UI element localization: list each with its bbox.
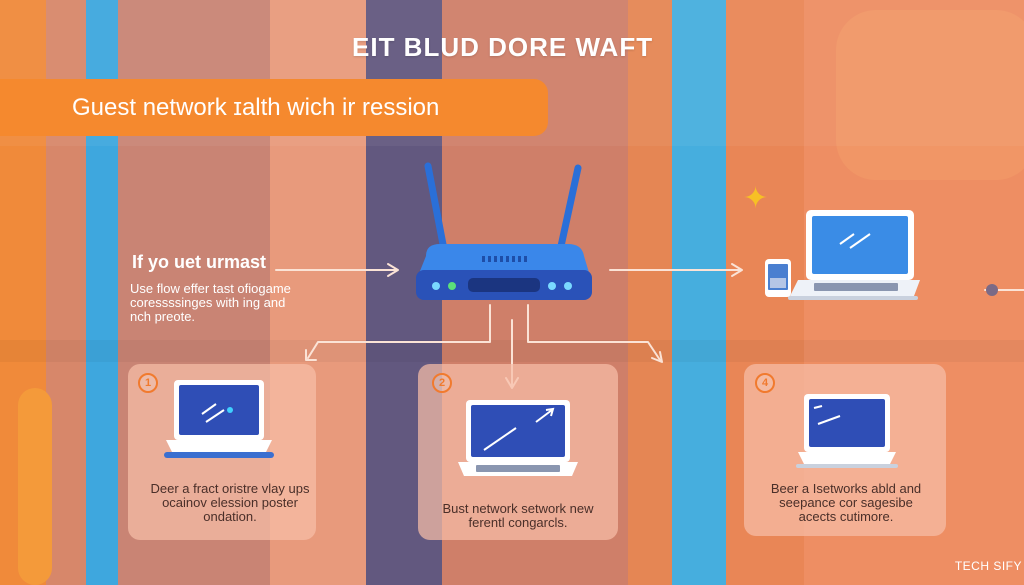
step-badge-3: 4	[755, 373, 775, 393]
step-badge-2: 2	[432, 373, 452, 393]
bg-stripe-blue-2	[672, 0, 726, 585]
laptop-icon	[458, 400, 578, 476]
subtitle-banner	[0, 79, 548, 136]
step-card-1-text: Deer a fract oristre vlay ups ocainov el…	[150, 481, 310, 524]
bg-rounded-panel	[836, 10, 1024, 180]
connector-dot	[986, 284, 998, 296]
intro-body: Use flow effer tast ofiogame coressssing…	[130, 281, 291, 324]
phone-icon	[765, 259, 791, 297]
subtitle-text: Guest network ɪalth wich ir ression	[72, 94, 440, 121]
step-card-3-text: Beer a Isetworks abld and seepance cor s…	[770, 481, 922, 524]
step-card-2-text: Bust network setwork new ferentl congarc…	[442, 501, 594, 530]
bg-stripe-orange-2	[628, 0, 672, 585]
watermark: TECH SIFY	[954, 559, 1022, 573]
step-badge-1: 1	[138, 373, 158, 393]
arrow-icon	[275, 263, 1024, 389]
bg-orange-pill-left	[18, 388, 52, 585]
page-title: EIT BLUD DORE WAFT	[352, 32, 654, 62]
laptop-icon	[788, 210, 920, 300]
laptop-icon	[164, 380, 274, 458]
intro-heading: If yo uet urmast	[132, 252, 267, 272]
sparkle-icon: ✦	[743, 182, 769, 215]
router-icon	[416, 162, 592, 300]
laptop-icon	[796, 394, 898, 468]
